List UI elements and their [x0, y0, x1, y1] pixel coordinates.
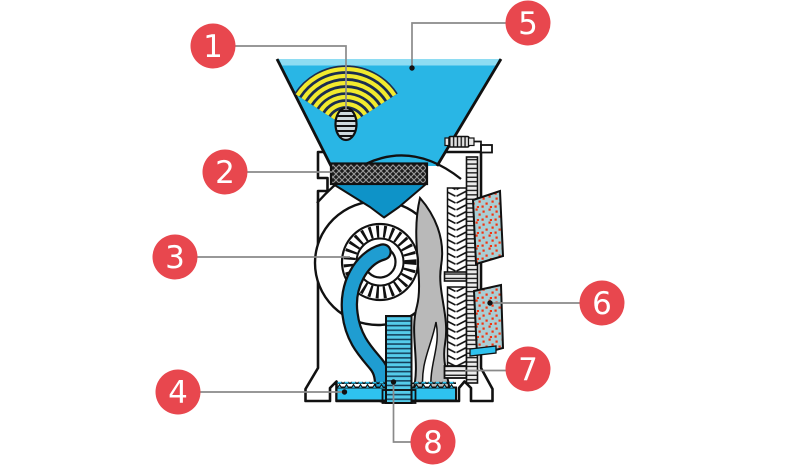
sieve-edge-band	[465, 156, 479, 384]
callout-marker-3: 3	[152, 234, 198, 280]
leader-5	[411, 22, 506, 67]
leader-1	[235, 45, 347, 110]
column-casing	[381, 389, 417, 404]
panel-upper	[471, 189, 505, 266]
spring-mid-plate	[443, 271, 468, 282]
callout-label-7: 7	[518, 352, 538, 388]
feed-hopper	[275, 58, 503, 167]
aspiration-duct	[411, 195, 452, 393]
callout-label-4: 4	[168, 375, 188, 411]
discharge-tube	[340, 243, 392, 403]
leader-endpoint-dots	[341, 65, 493, 395]
panel-under-strip	[469, 345, 497, 357]
body-top-tab	[480, 144, 493, 154]
top-bolt	[444, 135, 482, 151]
leader-8	[392, 383, 411, 443]
hopper-highlight	[279, 59, 499, 66]
callout-marker-8: 8	[410, 419, 456, 465]
feeder-bulb	[334, 106, 358, 142]
callout-label-3: 3	[165, 240, 185, 276]
duct-notch	[421, 321, 438, 393]
callout-label-8: 8	[423, 425, 443, 461]
callout-marker-4: 4	[155, 369, 201, 415]
callout-label-5: 5	[518, 6, 538, 42]
callout-marker-7: 7	[505, 346, 551, 392]
impeller-blades	[343, 225, 417, 299]
panel-lower	[472, 283, 505, 357]
callout-marker-2: 2	[202, 149, 248, 195]
callout-label-6: 6	[592, 286, 612, 322]
sieve-column	[381, 315, 417, 404]
callout-marker-6: 6	[579, 280, 625, 326]
callout-marker-1: 1	[190, 23, 236, 69]
callout-label-1: 1	[203, 29, 223, 65]
callout-marker-5: 5	[505, 0, 551, 46]
spring-bottom-plate	[443, 365, 468, 379]
mesh-screen-bar	[329, 162, 429, 186]
callout-label-2: 2	[215, 155, 235, 191]
leader-lines	[197, 22, 580, 443]
